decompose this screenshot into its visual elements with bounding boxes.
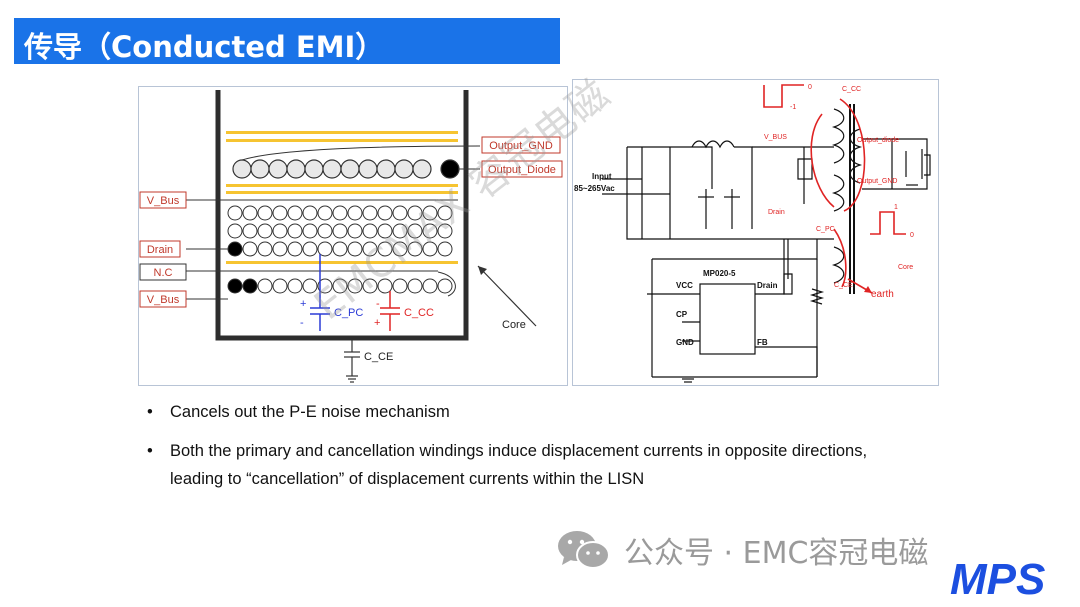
c-pc-capacitor [310, 254, 330, 331]
svg-text:-: - [300, 317, 304, 329]
page-title: 传导（Conducted EMI） [24, 30, 385, 64]
core-label: Core [502, 319, 526, 331]
core-arrow [477, 265, 537, 327]
core-frame [215, 90, 469, 341]
svg-text:+: + [374, 317, 380, 329]
label-v-bus-top: V_Bus [139, 191, 187, 209]
primary-winding [227, 205, 453, 257]
wave-right [870, 211, 906, 235]
cancellation-winding [227, 278, 453, 294]
output-winding [232, 159, 460, 179]
svg-text:Drain: Drain [757, 281, 778, 290]
bullet-dot-icon: • [147, 442, 153, 460]
svg-text:85~265Vac: 85~265Vac [574, 184, 615, 193]
bullet-text: Both the primary and cancellation windin… [170, 442, 868, 488]
svg-text:V_Bus: V_Bus [147, 294, 180, 306]
title-bar: 传导（Conducted EMI） [14, 18, 560, 64]
svg-text:FB: FB [757, 338, 768, 347]
mps-logo: MPS [950, 558, 1045, 598]
c-cc-capacitor [380, 291, 400, 331]
c-ce-label: C_CE [364, 351, 393, 363]
label-v-bus-bottom: V_Bus [139, 290, 187, 308]
label-nc: N.C [139, 263, 187, 281]
svg-text:C_PC: C_PC [816, 226, 835, 233]
label-drain: Drain [139, 240, 181, 258]
svg-text:V_Bus: V_Bus [147, 195, 180, 207]
bullet-dot-icon: • [147, 403, 153, 421]
bullet-text: Cancels out the P-E noise mechanism [170, 403, 450, 421]
c-pc-label: C_PC [334, 307, 363, 319]
winding-cross-section-figure: C_PC + - C_CC - + C_CE Core Output_GND O… [138, 86, 568, 386]
svg-text:Input: Input [592, 172, 612, 181]
svg-text:Core: Core [898, 264, 913, 271]
svg-text:1: 1 [894, 204, 898, 211]
wechat-account-text: 公众号 · EMC容冠电磁 [624, 536, 929, 571]
svg-text:C_CC: C_CC [842, 86, 861, 93]
svg-text:Output_Diode: Output_Diode [488, 164, 556, 176]
svg-text:Output_GND: Output_GND [489, 140, 553, 152]
svg-text:Drain: Drain [768, 209, 785, 216]
svg-text:-1: -1 [790, 104, 796, 111]
svg-text:Output_GND: Output_GND [857, 178, 897, 185]
bullet-item: • Cancels out the P-E noise mechanism [147, 398, 907, 426]
c-cc-label: C_CC [404, 307, 434, 319]
svg-text:GND: GND [676, 338, 694, 347]
wave-top [763, 84, 804, 108]
bullet-list: • Cancels out the P-E noise mechanism • … [147, 398, 907, 504]
flyback-schematic-figure: Input 85~265Vac MP020-5 VCC Drain CP GND… [572, 79, 939, 386]
svg-text:-: - [376, 298, 380, 310]
svg-text:Output_diode: Output_diode [857, 137, 899, 144]
svg-text:N.C: N.C [154, 267, 173, 279]
svg-text:0: 0 [808, 84, 812, 91]
bullet-item: • Both the primary and cancellation wind… [147, 437, 907, 493]
winding-bars [226, 131, 458, 264]
c-ce-capacitor [344, 340, 360, 383]
svg-text:0: 0 [910, 232, 914, 239]
svg-text:V_BUS: V_BUS [764, 134, 787, 141]
wechat-icon [558, 531, 610, 569]
svg-text:+: + [300, 298, 306, 310]
wechat-watermark: 公众号 · EMC容冠电磁 [556, 528, 928, 572]
label-output-gnd: Output_GND [481, 136, 561, 154]
svg-text:CP: CP [676, 310, 688, 319]
svg-text:MP020-5: MP020-5 [703, 269, 736, 278]
svg-text:C_CE: C_CE [834, 282, 853, 289]
svg-text:VCC: VCC [676, 281, 693, 290]
svg-text:Drain: Drain [147, 244, 173, 256]
earth-label: earth [871, 289, 894, 300]
label-output-diode: Output_Diode [481, 160, 563, 178]
svg-text:MPS: MPS [950, 558, 1045, 598]
